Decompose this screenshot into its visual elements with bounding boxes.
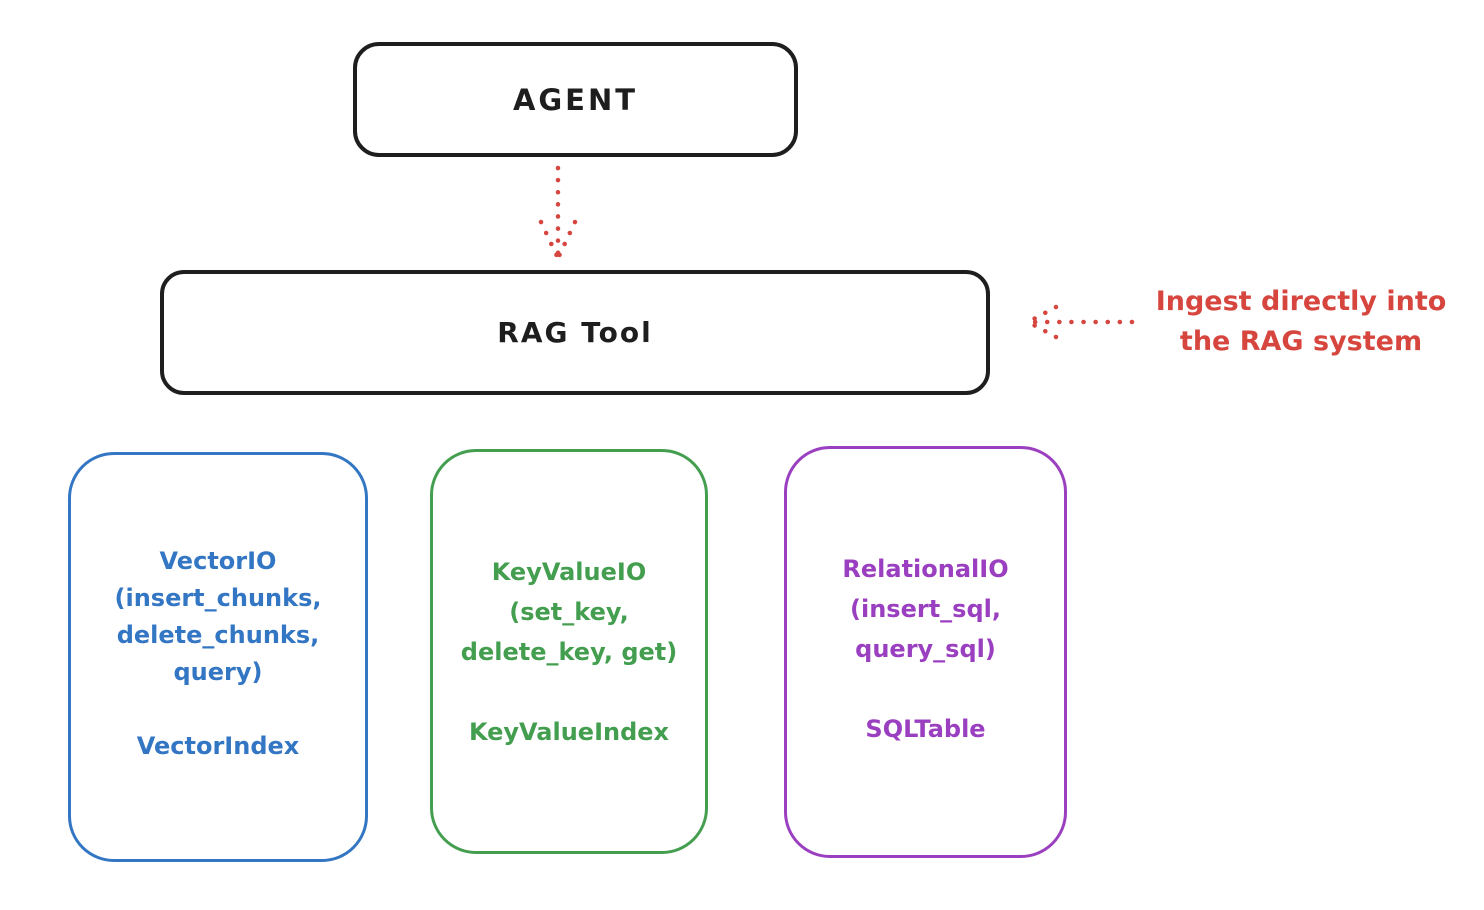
arrow-ingest-into-ragtool (1018, 300, 1140, 348)
ingest-annotation: Ingest directly into the RAG system (1155, 286, 1447, 357)
dotted-down-arrow-icon (538, 165, 578, 259)
storage-box-relational-io: RelationalIO (insert_sql, query_sql) SQL… (784, 446, 1067, 858)
agent-label: AGENT (512, 82, 639, 117)
key-value-io-text: KeyValueIO (set_key, delete_key, get) Ke… (460, 558, 678, 746)
dotted-left-arrow-icon (1027, 304, 1135, 340)
storage-box-key-value-io: KeyValueIO (set_key, delete_key, get) Ke… (430, 449, 708, 854)
arrow-agent-to-ragtool (528, 162, 588, 270)
rag-tool-label: RAG Tool (497, 316, 653, 349)
vector-io-text: VectorIO (insert_chunks, delete_chunks, … (114, 547, 322, 760)
rag-tool-box: RAG Tool (160, 270, 990, 395)
relational-io-text: RelationalIO (insert_sql, query_sql) SQL… (842, 555, 1009, 743)
storage-box-vector-io: VectorIO (insert_chunks, delete_chunks, … (68, 452, 368, 862)
agent-box: AGENT (353, 42, 798, 157)
